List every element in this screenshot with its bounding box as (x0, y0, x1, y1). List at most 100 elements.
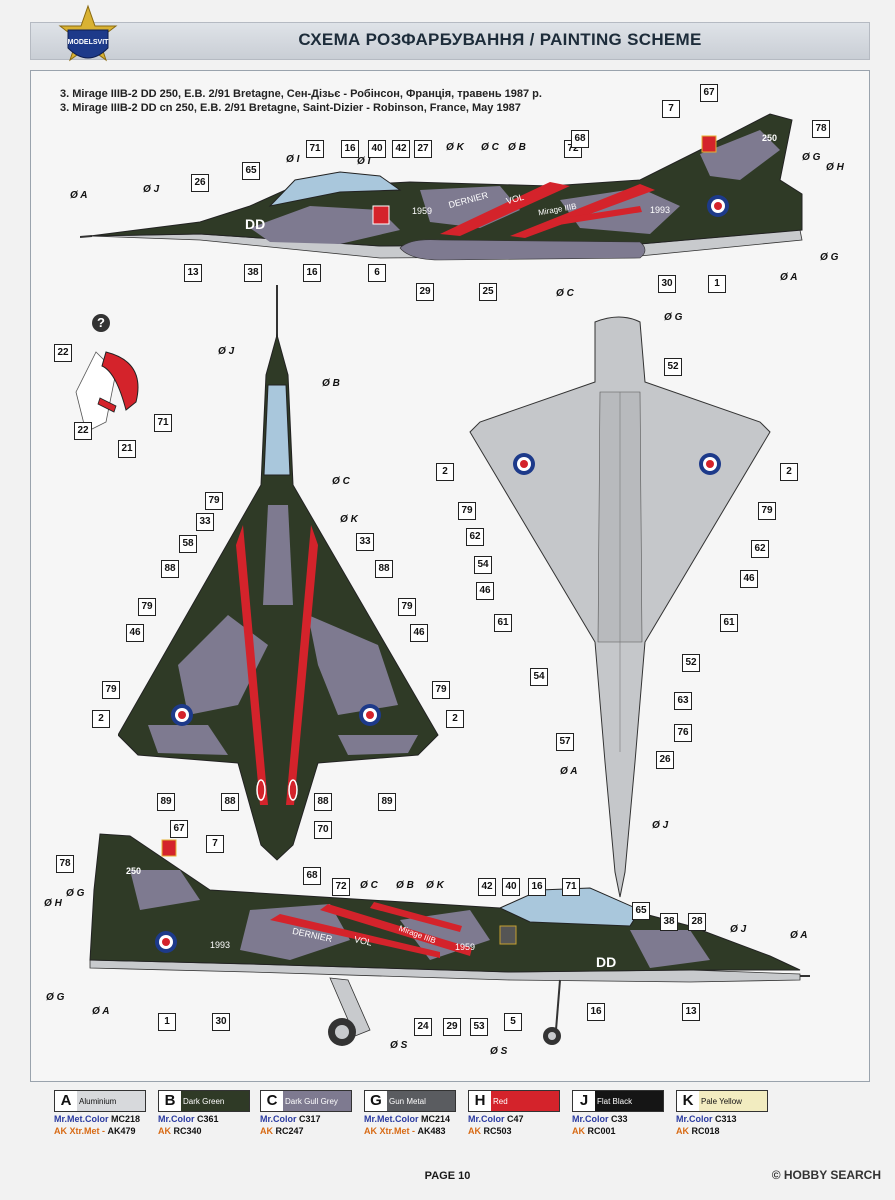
swatch-h: H Red Mr.Color C47 AK RC503 (468, 1090, 568, 1150)
callout-22a: 22 (54, 344, 72, 362)
subtitle-en: 3. Mirage IIIB-2 DD cn 250, E.B. 2/91 Br… (60, 102, 521, 114)
swatch-b: B Dark Green Mr.Color C361 AK RC340 (158, 1090, 258, 1150)
callout-78: 78 (812, 120, 830, 138)
callout-28: 28 (688, 913, 706, 931)
callout-42b: 42 (478, 878, 496, 896)
paint-ref-i2: Ø I (357, 156, 371, 167)
paint-ref-b1: Ø B (508, 142, 526, 153)
swatch-j-box: J Flat Black (572, 1090, 664, 1112)
paint-ref-c3: Ø C (332, 476, 350, 487)
paint-ref-h1: Ø H (826, 162, 844, 173)
callout-2c: 2 (436, 463, 454, 481)
swatch-k-letter: K (677, 1091, 699, 1111)
callout-71: 71 (306, 140, 324, 158)
callout-53: 53 (470, 1018, 488, 1036)
year-right-bottom: 1993 (210, 940, 231, 950)
page-number: PAGE 10 (424, 1170, 471, 1182)
paint-ref-k3: Ø K (426, 880, 444, 891)
swatch-g-letter: G (365, 1091, 387, 1111)
callout-22b: 22 (74, 422, 92, 440)
callout-46a: 46 (126, 624, 144, 642)
swatch-g-name: Gun Metal (387, 1091, 455, 1111)
paint-ref-c1: Ø C (481, 142, 499, 153)
callout-2d: 2 (780, 463, 798, 481)
callout-13b: 13 (682, 1003, 700, 1021)
side-view-left (80, 113, 803, 261)
callout-76: 76 (674, 724, 692, 742)
callout-54a: 54 (474, 556, 492, 574)
callout-58: 58 (179, 535, 197, 553)
callout-54b: 54 (530, 668, 548, 686)
swatch-j-letter: J (573, 1091, 595, 1111)
callout-71b: 71 (154, 414, 172, 432)
swatch-g-box: G Gun Metal (364, 1090, 456, 1112)
callout-27: 27 (414, 140, 432, 158)
paint-ref-a1: Ø A (70, 190, 88, 201)
swatch-j: J Flat Black Mr.Color C33 AK RC001 (572, 1090, 672, 1150)
plan-view-bottom (469, 316, 771, 898)
callout-25: 25 (479, 283, 497, 301)
swatch-b-line2: AK RC340 (158, 1126, 202, 1136)
swatch-k-line1: Mr.Color C313 (676, 1114, 737, 1124)
swatch-k-box: K Pale Yellow (676, 1090, 768, 1112)
side-view-right (89, 833, 810, 1046)
callout-67b: 67 (170, 820, 188, 838)
swatch-c: C Dark Gull Grey Mr.Color C317 AK RC247 (260, 1090, 360, 1150)
callout-62b: 62 (751, 540, 769, 558)
callout-7: 7 (662, 100, 680, 118)
paint-ref-k1: Ø K (446, 142, 464, 153)
callout-65: 65 (242, 162, 260, 180)
swatch-c-box: C Dark Gull Grey (260, 1090, 352, 1112)
callout-29: 29 (416, 283, 434, 301)
callout-79b: 79 (138, 598, 156, 616)
code-text-top: DD (245, 216, 266, 232)
swatch-j-line1: Mr.Color C33 (572, 1114, 628, 1124)
tail-number-top: 250 (762, 133, 778, 143)
callout-6: 6 (368, 264, 386, 282)
callout-16c: 16 (528, 878, 546, 896)
subtitle-ua: 3. Mirage IIIB-2 DD 250, E.B. 2/91 Breta… (60, 88, 542, 100)
swatch-h-line1: Mr.Color C47 (468, 1114, 524, 1124)
year-left-bottom: 1959 (455, 942, 476, 952)
paint-ref-i1: Ø I (286, 154, 300, 165)
callout-68b: 68 (303, 867, 321, 885)
callout-16d: 16 (587, 1003, 605, 1021)
callout-61b: 61 (720, 614, 738, 632)
swatch-j-name: Flat Black (595, 1091, 663, 1111)
swatch-a-name: Aluminium (77, 1091, 145, 1111)
year-left-top: 1959 (412, 206, 433, 216)
callout-7b: 7 (206, 835, 224, 853)
swatch-k-name: Pale Yellow (699, 1091, 767, 1111)
swatch-a-line2: AK Xtr.Met - AK479 (54, 1126, 136, 1136)
callout-79f: 79 (458, 502, 476, 520)
callout-62a: 62 (466, 528, 484, 546)
callout-33a: 33 (196, 513, 214, 531)
swatch-a-line1: Mr.Met.Color MC218 (54, 1114, 141, 1124)
swatch-k: K Pale Yellow Mr.Color C313 AK RC018 (676, 1090, 776, 1150)
callout-52b: 52 (682, 654, 700, 672)
paint-ref-h2: Ø H (44, 898, 62, 909)
callout-33b: 33 (356, 533, 374, 551)
callout-30: 30 (658, 275, 676, 293)
paint-ref-g1: Ø G (802, 152, 821, 163)
swatch-h-line2: AK RC503 (468, 1126, 512, 1136)
paint-ref-a3: Ø A (560, 766, 578, 777)
modelsvit-logo: MODELSVIT (58, 4, 118, 62)
callout-89b: 89 (378, 793, 396, 811)
callout-16: 16 (341, 140, 359, 158)
callout-2b: 2 (446, 710, 464, 728)
callout-21: 21 (118, 440, 136, 458)
callout-30b: 30 (212, 1013, 230, 1031)
callout-78b: 78 (56, 855, 74, 873)
callout-57: 57 (556, 733, 574, 751)
swatch-h-box: H Red (468, 1090, 560, 1112)
callout-65b: 65 (632, 902, 650, 920)
question-icon: ? (92, 314, 110, 332)
callout-71c: 71 (562, 878, 580, 896)
paint-ref-j4: Ø J (730, 924, 747, 935)
callout-24: 24 (414, 1018, 432, 1036)
callout-52a: 52 (664, 358, 682, 376)
swatch-c-line1: Mr.Color C317 (260, 1114, 321, 1124)
paint-ref-j1: Ø J (143, 184, 160, 195)
